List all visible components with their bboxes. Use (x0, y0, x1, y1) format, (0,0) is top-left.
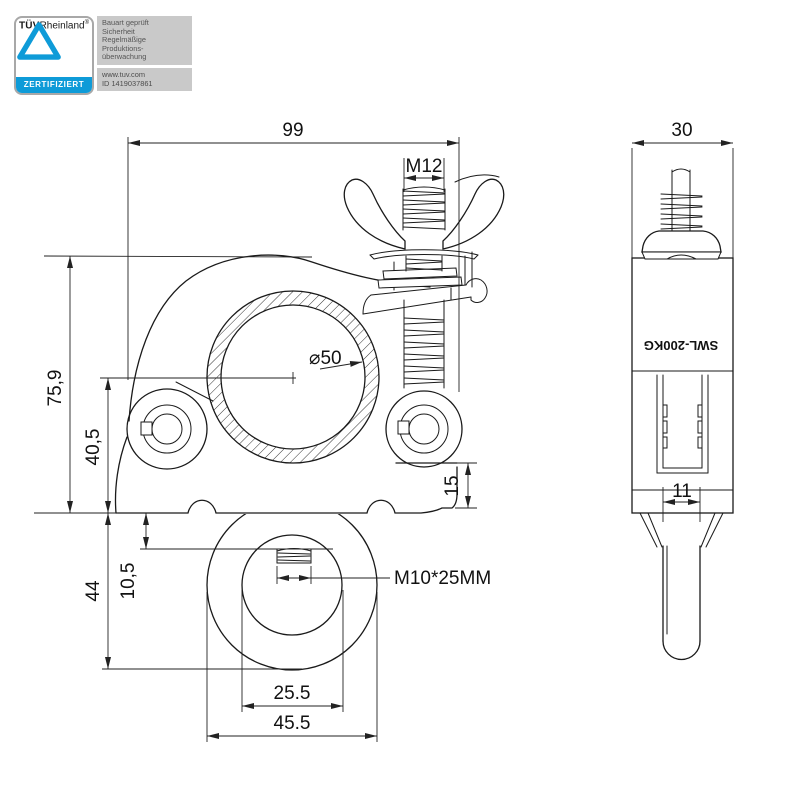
dim-overall-height-label: 75,9 (45, 370, 66, 407)
claim-line: Produktions- (102, 43, 144, 53)
tube-centerline (100, 372, 296, 384)
claim-line: überwachung (102, 52, 147, 62)
dim-eye-outer: 45.5 (206, 592, 378, 742)
tuv-logo-card: TÜVRheinland® ZERTIFIZIERT (14, 16, 94, 95)
dim-boss-height-label: 10,5 (118, 563, 139, 600)
certified-badge: ZERTIFIZIERT (16, 77, 92, 93)
tuv-certificate-id: ID 1419037861 (102, 78, 153, 88)
dim-overall-height: 75,9 (34, 255, 313, 514)
registered-mark: ® (84, 20, 90, 26)
dim-eyebolt-thread: M10*25MM (276, 566, 491, 589)
dim-tube-diameter-label: ⌀50 (309, 348, 342, 369)
claim-line: Regelmäßige (102, 35, 146, 45)
side-bolt-wing-nut (641, 168, 722, 260)
tuv-brand-bold: TÜV (18, 20, 40, 32)
left-pivot-rivet (126, 388, 208, 470)
washer-stack (377, 267, 463, 289)
claim-line: Sicherheit (102, 26, 135, 36)
side-eye-edge (639, 512, 724, 661)
tuv-triangle-icon (17, 22, 61, 60)
tube-cross-section (206, 290, 380, 464)
dim-flange-step: 15 (442, 462, 477, 509)
wing-nut (343, 174, 505, 260)
dim-eye-inner-label: 25.5 (274, 683, 311, 704)
dim-base-to-center: 40,5 (83, 378, 111, 513)
dim-eye-drop-label: 44 (83, 580, 104, 602)
tuv-text-panel: Bauart geprüft Sicherheit Regelmäßige Pr… (97, 16, 192, 95)
dim-side-width: 30 (631, 120, 734, 258)
tuv-contact: www.tuv.com ID 1419037861 (97, 67, 192, 92)
tuv-brand: TÜVRheinland® (19, 18, 89, 31)
dim-overall-width: 99 (127, 120, 460, 392)
dim-boss-height: 10,5 (118, 513, 333, 599)
eye-ring (206, 514, 378, 671)
dim-bolt-thread: M12 (403, 156, 445, 192)
dim-side-width-label: 30 (671, 120, 692, 141)
dim-eyebolt-thread-label: M10*25MM (394, 568, 491, 589)
bolt-upper-threads (402, 186, 446, 272)
dim-eye-thickness-label: 11 (672, 481, 692, 502)
safety-latch (362, 278, 488, 315)
dim-tube-diameter: ⌀50 (309, 348, 363, 370)
tuv-website: www.tuv.com (102, 69, 145, 79)
dim-bolt-thread-label: M12 (406, 156, 443, 177)
dim-eye-thickness: 11 (662, 481, 701, 522)
eyebolt-stud (276, 548, 312, 564)
dim-eye-inner: 25.5 (241, 590, 344, 712)
dim-eye-drop: 44 (83, 513, 302, 670)
tuv-claims: Bauart geprüft Sicherheit Regelmäßige Pr… (97, 16, 192, 65)
swl-marking: SWL-200KG (644, 338, 718, 353)
claim-line: Bauart geprüft (102, 18, 149, 27)
right-pivot-rivet (385, 390, 463, 468)
jaw-serrations (663, 404, 702, 449)
dim-flange-step-label: 15 (442, 475, 463, 496)
tuv-certification-mark: TÜVRheinland® ZERTIFIZIERT Bauart geprüf… (14, 16, 192, 95)
dim-overall-width-label: 99 (282, 120, 303, 141)
bolt-lower-threads (403, 299, 445, 389)
dim-eye-outer-label: 45.5 (274, 713, 311, 734)
tuv-brand-regular: Rheinland (39, 20, 85, 32)
dim-base-to-center-label: 40,5 (83, 429, 104, 466)
side-body (631, 257, 734, 514)
front-view: 99 M12 ⌀50 75,9 40,5 15 (34, 120, 505, 742)
side-view: SWL-200KG 30 11 (631, 120, 734, 661)
